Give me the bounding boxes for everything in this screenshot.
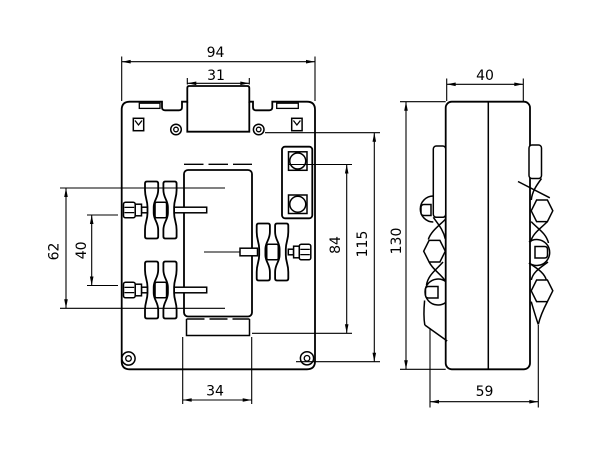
front-view xyxy=(120,85,316,371)
dim-label: 130 xyxy=(389,228,405,255)
hex-bolt-head xyxy=(530,199,554,223)
screw-left xyxy=(169,123,183,136)
bolt-head xyxy=(122,201,136,219)
secondary-terminal-2 xyxy=(287,194,308,215)
mounting-hole-left xyxy=(121,351,136,366)
clamp-band-right xyxy=(517,144,554,325)
top-slot-right xyxy=(276,102,299,110)
top-block-inner-edge xyxy=(186,101,251,133)
hex-bolt-head xyxy=(422,239,447,263)
dim-side-overall-height: 130 xyxy=(389,101,446,370)
primary-terminal-bottom xyxy=(122,260,208,320)
clip-right xyxy=(290,117,303,132)
dim-terminal-span: 62 xyxy=(47,187,225,309)
dim-secondary-span: 84 xyxy=(252,163,352,334)
dim-mounting-span: 115 xyxy=(265,132,380,363)
dim-label: 94 xyxy=(207,45,225,61)
center-window xyxy=(183,163,253,337)
terminal-nut xyxy=(154,201,168,219)
dim-foot-slot-width: 34 xyxy=(182,337,253,404)
clamp-plate-right xyxy=(528,144,543,180)
dim-label: 59 xyxy=(476,384,494,400)
bolt-tip-nub xyxy=(420,203,432,217)
dim-label: 115 xyxy=(355,231,371,258)
dim-label: 40 xyxy=(74,241,90,259)
bolt-washer xyxy=(134,283,143,297)
dim-side-overall-depth: 59 xyxy=(429,325,539,408)
bolt-head xyxy=(122,281,136,299)
terminal-nut xyxy=(266,243,279,261)
bolt-tip-nub xyxy=(534,245,549,259)
mounting-hole-right xyxy=(299,350,315,366)
top-slot-left xyxy=(138,102,161,110)
screw-right xyxy=(252,123,265,136)
dim-label: 40 xyxy=(476,68,494,84)
clip-left xyxy=(132,117,145,132)
bolt-washer xyxy=(134,203,143,217)
dim-top-window-width: 31 xyxy=(186,68,250,86)
terminal-nut xyxy=(154,281,168,299)
clamp-band-left xyxy=(419,145,448,342)
secondary-terminal-1 xyxy=(287,151,308,172)
dim-label: 84 xyxy=(328,236,344,254)
dim-label: 62 xyxy=(47,243,63,261)
dim-label: 31 xyxy=(207,68,225,84)
dim-side-body-width: 40 xyxy=(446,68,524,101)
hex-bolt-head xyxy=(530,279,554,303)
dim-label: 34 xyxy=(206,384,224,400)
dim-terminal-pitch: 40 xyxy=(74,214,118,287)
bolt-washer xyxy=(292,245,301,259)
dimensions: 94 31 62 40 84 xyxy=(47,45,539,408)
primary-terminal-top xyxy=(122,180,208,240)
side-view xyxy=(419,100,554,371)
primary-terminal-center xyxy=(204,222,312,282)
front-body-outline xyxy=(120,85,316,371)
clamp-plate-left xyxy=(432,145,447,219)
bolt-head xyxy=(298,243,312,261)
secondary-terminal-strip xyxy=(281,145,314,220)
dim-overall-width: 94 xyxy=(121,45,316,101)
bolt-tip-nub xyxy=(424,285,439,299)
